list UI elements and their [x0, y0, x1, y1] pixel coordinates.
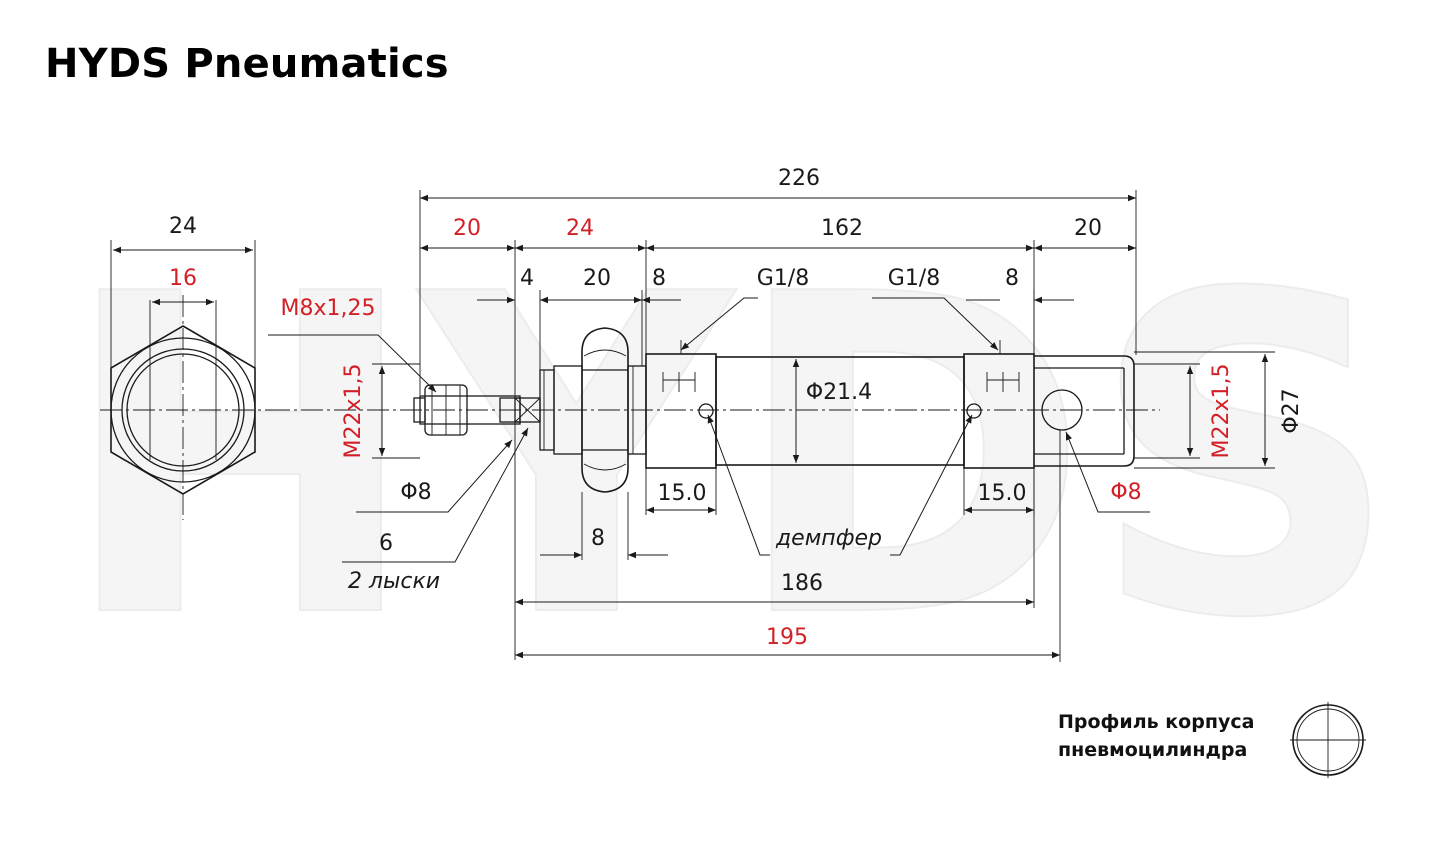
label-barrel-diameter: Φ21.4 [806, 380, 872, 405]
label-nose-length: 24 [566, 216, 594, 241]
piston-rod [413, 365, 583, 455]
label-rod-diameter: Φ8 [400, 480, 431, 505]
label-port-front: G1/8 [757, 266, 809, 291]
end-view [100, 240, 270, 520]
label-overall-length: 226 [778, 166, 820, 191]
profile-caption-line1: Профиль корпуса [1058, 711, 1255, 733]
rear-clevis [1034, 355, 1135, 467]
label-nut-width-8: 8 [591, 526, 605, 551]
cushion-screw-rear [966, 403, 982, 419]
label-cushion-rear: 15.0 [978, 481, 1027, 506]
label-hex-24: 24 [169, 214, 197, 239]
label-nut-20: 20 [583, 266, 611, 291]
leader-lines [268, 297, 1150, 563]
label-hex-16: 16 [169, 266, 197, 291]
rear-head [963, 340, 1035, 469]
label-mount-thread-rear: M22x1,5 [1209, 364, 1234, 459]
label-collar-4: 4 [520, 266, 534, 291]
label-rod-end-length: 20 [453, 216, 481, 241]
cushion-screw-front [698, 403, 714, 419]
profile-section-icon [1290, 702, 1366, 778]
label-port-rear: G1/8 [888, 266, 940, 291]
label-rear-8: 8 [1005, 266, 1019, 291]
label-pin-diameter: Φ8 [1110, 480, 1141, 505]
brand-title: HYDS Pneumatics [45, 41, 449, 87]
label-flats-note: 2 лыски [348, 569, 440, 594]
label-flats-6: 6 [379, 531, 393, 556]
label-length-195: 195 [766, 625, 808, 650]
label-length-186: 186 [781, 571, 823, 596]
label-cushion-note: демпфер [775, 526, 882, 551]
label-mount-thread-front: M22x1,5 [341, 364, 366, 459]
label-cushion-front: 15.0 [658, 481, 707, 506]
profile-caption: Профиль корпуса пневмоцилиндра [1058, 708, 1278, 764]
profile-caption-line2: пневмоцилиндра [1058, 739, 1248, 761]
label-body-diameter: Φ27 [1279, 388, 1304, 433]
label-rear-end-length: 20 [1074, 216, 1102, 241]
label-rod-thread: M8x1,25 [281, 296, 376, 321]
clevis-pin-hole [1041, 389, 1083, 431]
dimension-lines [378, 194, 1269, 659]
label-front-8: 8 [652, 266, 666, 291]
label-barrel-length: 162 [821, 216, 863, 241]
